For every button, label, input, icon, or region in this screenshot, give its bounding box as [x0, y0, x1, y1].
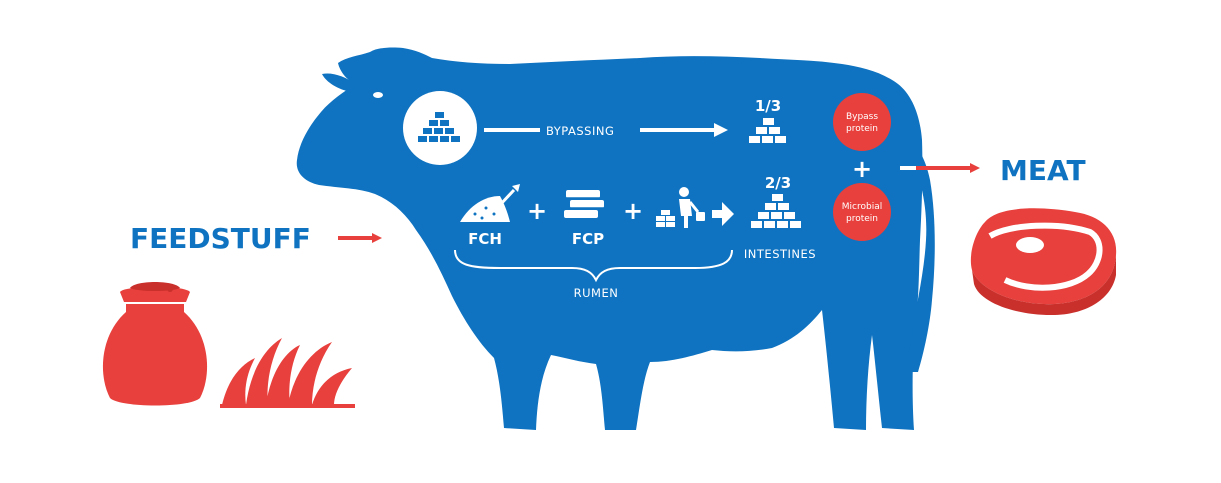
meat-label: MEAT: [1000, 154, 1086, 187]
feed-sack-icon: [102, 282, 208, 406]
microbial-protein-circle: [833, 183, 891, 241]
rumen-label: RUMEN: [574, 286, 619, 300]
worker-icon: [656, 187, 705, 228]
fcp-label: FCP: [572, 230, 604, 248]
bypass-protein-circle: [833, 93, 891, 151]
fraction-top-label: 1/3: [755, 97, 781, 115]
cow-eye: [373, 92, 383, 98]
fcp-blocks-icon: [564, 190, 604, 218]
feed-pile-icon: [460, 184, 520, 222]
intestines-label: INTESTINES: [744, 247, 816, 261]
intestines-blocks-icon: [751, 194, 801, 228]
microbial-protein-label-1: Microbial: [842, 202, 882, 212]
microbial-protein-label-2: protein: [846, 214, 878, 224]
plus-proteins: +: [852, 155, 872, 183]
bypass-protein-label-1: Bypass: [846, 112, 878, 122]
grass-icon: [220, 338, 355, 408]
plus-fch-fcp: +: [527, 197, 547, 225]
fch-label: FCH: [468, 230, 502, 248]
rumen-to-intestines-arrow: [712, 202, 734, 226]
bricks-icon: [418, 112, 460, 142]
feedstuff-label: FEEDSTUFF: [130, 222, 311, 255]
steak-icon: [970, 208, 1117, 316]
plus-fcp-worker: +: [623, 197, 643, 225]
blocks-icon: [749, 118, 786, 143]
fraction-bottom-label: 2/3: [765, 174, 791, 192]
rumen-bracket: [454, 249, 733, 283]
bypass-protein-label-2: protein: [846, 124, 878, 134]
bypassing-label: BYPASSING: [546, 124, 614, 138]
